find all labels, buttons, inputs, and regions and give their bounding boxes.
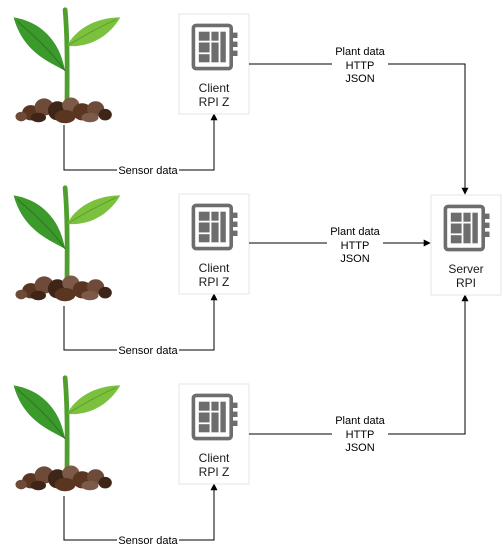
http-label-2: HTTP xyxy=(341,240,370,252)
chip-board-icon xyxy=(191,23,240,71)
client-label-2a: Client xyxy=(199,261,230,275)
plant-sprout-icon xyxy=(14,378,121,492)
client-node-3[interactable] xyxy=(178,383,250,485)
sensor-connector-2 xyxy=(63,293,218,351)
client-label-1b: RPI Z xyxy=(199,95,230,109)
plant-data-label-1: Plant data xyxy=(335,46,385,58)
client-node-2[interactable] xyxy=(178,193,250,295)
link-label-bg-3 xyxy=(332,414,388,454)
sensor-label-bg-3 xyxy=(117,533,179,547)
plant-data-label-2: Plant data xyxy=(330,226,380,238)
plant-data-label-3: Plant data xyxy=(335,415,385,427)
client-label-3b: RPI Z xyxy=(199,465,230,479)
server-group: Server RPI xyxy=(430,194,502,296)
client-label-2b: RPI Z xyxy=(199,275,230,289)
client-row-1: Sensor data Client RPI Z Plant data HTTP… xyxy=(14,10,469,195)
client-row-2: Sensor data Client RPI Z Plant data HTTP… xyxy=(14,188,431,357)
http-link-1 xyxy=(249,63,469,195)
sensor-label-bg-1 xyxy=(117,163,179,177)
http-label-3: HTTP xyxy=(346,429,375,441)
link-label-bg-1 xyxy=(332,45,388,85)
json-label-3: JSON xyxy=(345,442,374,454)
plant-sprout-icon xyxy=(14,10,121,124)
sensor-data-label-3: Sensor data xyxy=(118,535,178,547)
plant-sprout-icon xyxy=(14,188,121,302)
json-label-2: JSON xyxy=(340,253,369,265)
sensor-data-label-1: Sensor data xyxy=(118,165,178,177)
sensor-data-label-2: Sensor data xyxy=(118,345,178,357)
server-label-b: RPI xyxy=(456,276,476,290)
chip-board-icon xyxy=(191,393,240,441)
sensor-connector-3 xyxy=(63,483,218,541)
server-node[interactable] xyxy=(430,194,502,296)
json-label-1: JSON xyxy=(345,73,374,85)
client-label-1a: Client xyxy=(199,81,230,95)
http-link-3 xyxy=(249,294,469,435)
http-label-1: HTTP xyxy=(346,60,375,72)
sensor-label-bg-2 xyxy=(117,343,179,357)
sensor-connector-1 xyxy=(63,113,218,171)
client-row-3: Sensor data Client RPI Z Plant data HTTP… xyxy=(14,294,469,547)
link-label-bg-2 xyxy=(327,225,383,265)
chip-board-icon xyxy=(191,203,240,251)
server-label-a: Server xyxy=(448,262,483,276)
chip-board-icon xyxy=(443,204,492,252)
client-label-3a: Client xyxy=(199,451,230,465)
